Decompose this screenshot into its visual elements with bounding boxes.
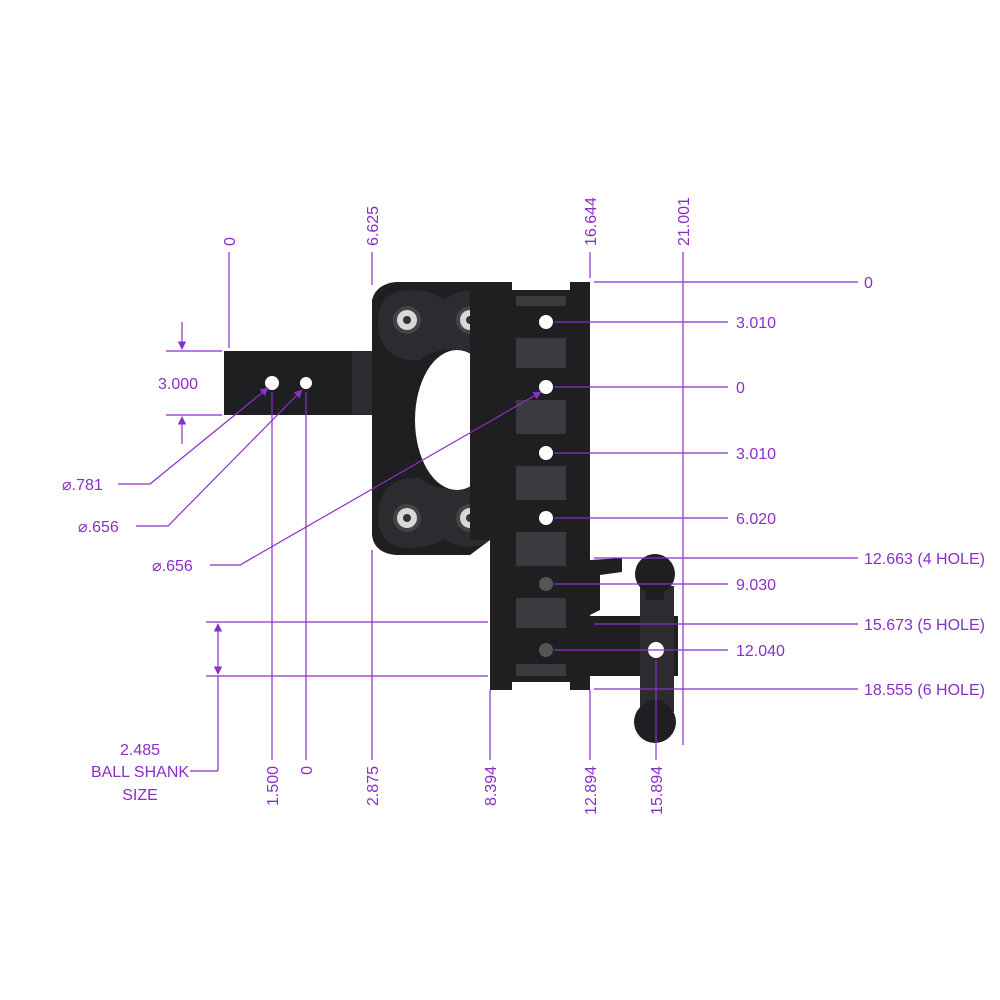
receiver-shank [224, 351, 374, 415]
dim-v-16644: 16.644 [583, 197, 600, 246]
callout-labels: 3.000 ⌀.781 ⌀.656 ⌀.656 2.485 BALL SHANK… [62, 376, 198, 804]
dim-h-12040: 12.040 [736, 643, 785, 660]
lower-ball-neck [646, 700, 664, 712]
adjust-hole-3 [539, 446, 553, 460]
adjust-hole-4 [539, 511, 553, 525]
dim-h-0: 0 [864, 275, 873, 292]
adjust-hole-2 [539, 380, 553, 394]
dim-h-18555: 18.555 (6 HOLE) [864, 682, 985, 699]
diameter-781-label: ⌀.781 [62, 477, 103, 494]
hex-bolt-icon [393, 504, 421, 532]
hex-bolt-icon [393, 306, 421, 334]
dim-h-3010b: 3.010 [736, 446, 776, 463]
diameter-leaders [118, 387, 542, 566]
ball-shank-size-label-2: SIZE [122, 787, 158, 804]
shank-hole-656 [300, 377, 312, 389]
dim-v-15894: 15.894 [649, 766, 666, 815]
diameter-656-bar-label: ⌀.656 [152, 558, 193, 575]
dim-v-12894: 12.894 [583, 766, 600, 815]
dim-v-8394: 8.394 [483, 766, 500, 806]
adjust-hole-1 [539, 315, 553, 329]
vertical-dimension-lines [228, 252, 684, 760]
upper-ball-neck [646, 588, 664, 600]
dim-v-6625: 6.625 [365, 206, 382, 246]
ball-shank-size-value: 2.485 [120, 742, 160, 759]
hitch-part [224, 282, 678, 743]
dim-v-0b: 0 [299, 766, 316, 775]
drop-bar-ribs [516, 296, 566, 676]
shank-height-label: 3.000 [158, 376, 198, 393]
shank-hole-781 [265, 376, 279, 390]
horizontal-dimension-labels: 0 3.010 0 3.010 6.020 12.663 (4 HOLE) 9.… [736, 275, 985, 699]
ball-mount-latch [590, 558, 622, 615]
dim-h-3010a: 3.010 [736, 315, 776, 332]
dim-h-15673: 15.673 (5 HOLE) [864, 617, 985, 634]
ball-shank-size-label-1: BALL SHANK [91, 764, 189, 781]
diameter-656-shank-label: ⌀.656 [78, 519, 119, 536]
horizontal-dimension-lines [166, 281, 858, 772]
dim-v-0: 0 [222, 237, 239, 246]
lower-hitch-ball [634, 701, 676, 743]
adjust-hole-6 [539, 643, 553, 657]
dim-v-2875: 2.875 [365, 766, 382, 806]
dim-v-1500: 1.500 [265, 766, 282, 806]
adjust-hole-5 [539, 577, 553, 591]
dim-h-9030: 9.030 [736, 577, 776, 594]
shank-collar [352, 351, 374, 415]
dim-h-0b: 0 [736, 380, 745, 397]
vertical-dimension-labels: 0 6.625 16.644 21.001 1.500 0 2.875 8.39… [222, 197, 693, 815]
dim-v-21001: 21.001 [676, 197, 693, 246]
dim-h-12663: 12.663 (4 HOLE) [864, 551, 985, 568]
dim-h-6020: 6.020 [736, 511, 776, 528]
